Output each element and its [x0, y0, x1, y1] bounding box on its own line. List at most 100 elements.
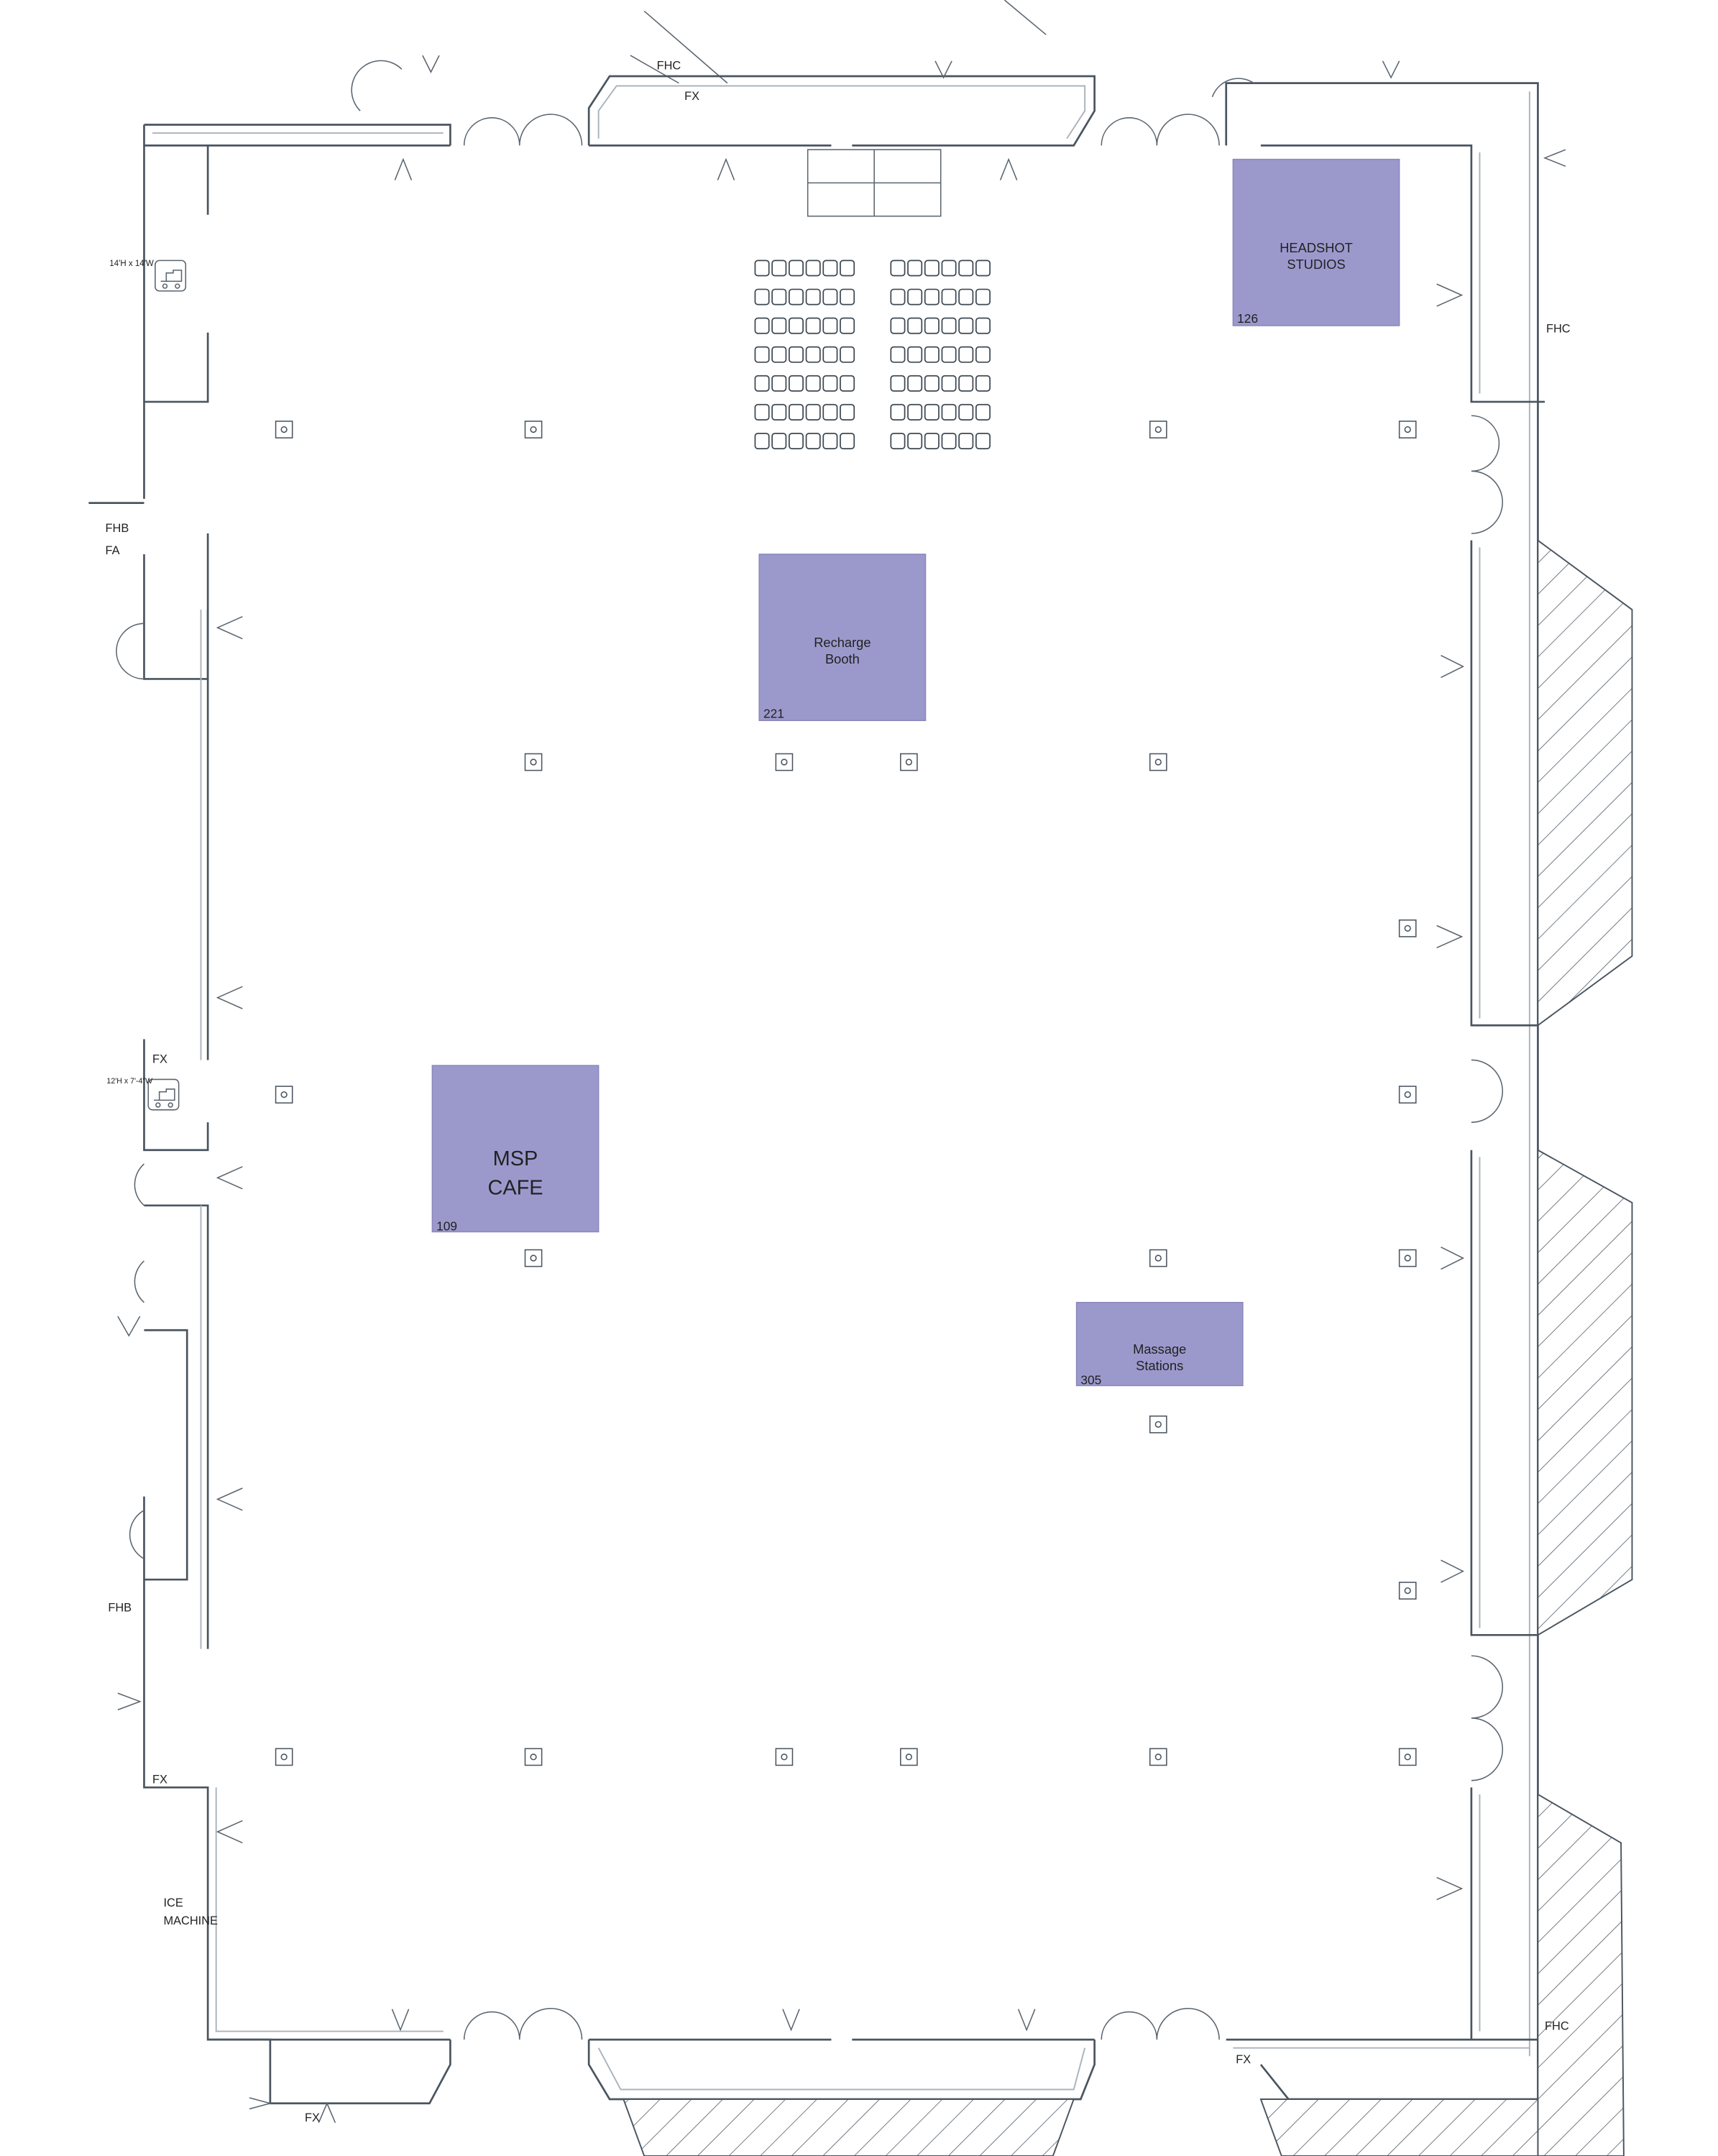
chair: [890, 403, 906, 421]
chair: [805, 317, 821, 334]
label-dock-size: 14'H x 14'W: [109, 260, 154, 268]
column: [900, 753, 918, 771]
booth-name: Booth: [825, 651, 860, 666]
label-fx: FX: [1236, 2053, 1251, 2066]
chair: [788, 375, 804, 392]
booth-number: 109: [436, 1219, 457, 1234]
chair: [924, 403, 940, 421]
booth-massage-stations[interactable]: Massage Stations 305: [1075, 1301, 1244, 1387]
chair: [941, 375, 957, 392]
chair: [890, 346, 906, 363]
chair: [754, 317, 770, 334]
column: [524, 421, 543, 439]
chair: [754, 433, 770, 449]
booth-name: HEADSHOT: [1280, 240, 1353, 255]
chair: [771, 403, 787, 421]
chair: [822, 260, 838, 277]
column: [1398, 1249, 1417, 1267]
label-fhc: FHC: [1545, 2020, 1569, 2033]
booth-name: Stations: [1136, 1358, 1183, 1373]
chair: [840, 317, 855, 334]
column: [1149, 1249, 1167, 1267]
chair: [822, 375, 838, 392]
column: [1398, 1748, 1417, 1766]
chair: [975, 433, 991, 449]
booth-name: Massage: [1133, 1341, 1186, 1357]
chair: [958, 346, 974, 363]
hatched-areas: [622, 538, 1633, 2156]
chair: [924, 288, 940, 306]
booth-msp-cafe[interactable]: MSP CAFE 109: [431, 1065, 600, 1234]
chair: [907, 260, 923, 277]
column: [1398, 421, 1417, 439]
chair: [958, 375, 974, 392]
chair: [941, 317, 957, 334]
column: [1398, 1086, 1417, 1104]
column: [1149, 1416, 1167, 1433]
chair: [890, 433, 906, 449]
chair: [975, 317, 991, 334]
chair: [890, 260, 906, 277]
chair: [941, 288, 957, 306]
chair: [924, 346, 940, 363]
annotations: FHC FX FHC FHC FHB FA FX FHB FX ICE MACH…: [106, 59, 1571, 2124]
truck-icon: [147, 1078, 180, 1111]
chair: [805, 260, 821, 277]
chair: [754, 260, 770, 277]
chair: [941, 260, 957, 277]
column: [1398, 919, 1417, 937]
column: [1398, 1582, 1417, 1600]
label-dock-size: 12'H x 7'-4"W: [106, 1077, 152, 1086]
chair: [771, 317, 787, 334]
chair: [805, 403, 821, 421]
booth-number: 126: [1237, 311, 1258, 326]
chair: [975, 375, 991, 392]
chair: [840, 433, 855, 449]
chair: [771, 433, 787, 449]
chair: [924, 317, 940, 334]
chair: [788, 433, 804, 449]
chair: [907, 375, 923, 392]
label-fx: FX: [684, 90, 699, 103]
label-machine: MACHINE: [163, 1914, 218, 1927]
chair: [840, 403, 855, 421]
column: [775, 1748, 794, 1766]
chair: [941, 346, 957, 363]
walls: [88, 55, 1566, 2124]
chair: [840, 288, 855, 306]
chair: [924, 433, 940, 449]
chair: [907, 403, 923, 421]
chair: [754, 346, 770, 363]
chair: [822, 403, 838, 421]
chair: [890, 317, 906, 334]
chair: [788, 403, 804, 421]
column: [524, 753, 543, 771]
chair: [958, 317, 974, 334]
seating-area: [754, 260, 991, 449]
chair: [958, 288, 974, 306]
label-fx: FX: [152, 1774, 167, 1786]
booth-name: STUDIOS: [1287, 257, 1345, 272]
label-fhb: FHB: [106, 522, 129, 535]
chair: [805, 375, 821, 392]
chair: [788, 317, 804, 334]
chair: [788, 260, 804, 277]
chair: [840, 375, 855, 392]
chair: [822, 346, 838, 363]
chair: [771, 288, 787, 306]
booth-headshot-studios[interactable]: HEADSHOT STUDIOS 126: [1232, 158, 1400, 326]
label-ice: ICE: [163, 1896, 183, 1909]
label-fx: FX: [152, 1052, 167, 1065]
label-fx: FX: [305, 2111, 320, 2124]
chair: [907, 317, 923, 334]
column: [524, 1249, 543, 1267]
chair: [805, 433, 821, 449]
chair: [924, 260, 940, 277]
booth-recharge-booth[interactable]: Recharge Booth 221: [758, 554, 927, 722]
booth-name: Recharge: [814, 635, 871, 650]
chair: [822, 433, 838, 449]
chair: [890, 375, 906, 392]
chair: [805, 288, 821, 306]
chair: [805, 346, 821, 363]
